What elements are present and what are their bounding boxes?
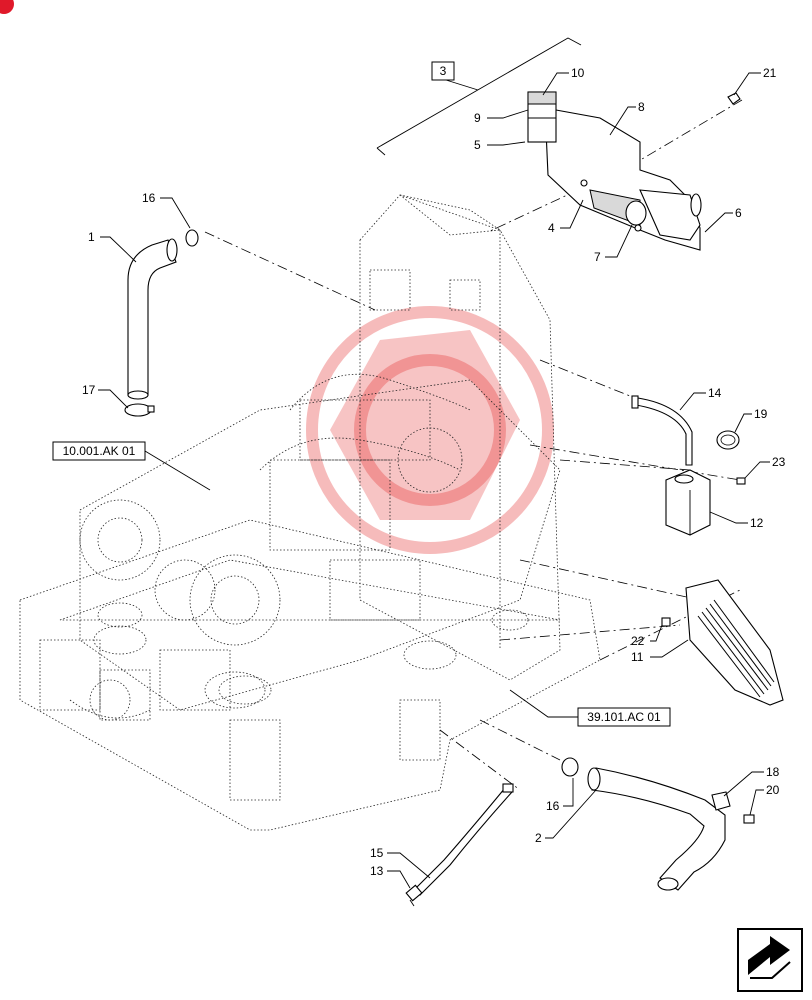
callout-6: 6 (735, 206, 742, 220)
callout-18: 18 (766, 765, 780, 779)
part-21-bolt[interactable] (727, 92, 741, 105)
part-19-o-ring[interactable] (716, 430, 740, 450)
ref-box-3-label: 3 (440, 64, 447, 78)
part-1-hose[interactable] (127, 238, 178, 400)
ref-box-frame-label: 39.101.AC 01 (587, 710, 661, 724)
part-11-grille[interactable] (685, 579, 784, 706)
callout-16-upper: 16 (142, 191, 156, 205)
callout-15: 15 (370, 846, 384, 860)
ref-box-engine-label: 10.001.AK 01 (63, 444, 136, 458)
callout-19: 19 (754, 407, 768, 421)
part-2-elbow[interactable] (587, 767, 726, 891)
callout-12: 12 (750, 516, 764, 530)
callout-8: 8 (638, 100, 645, 114)
callout-14: 14 (708, 386, 722, 400)
watermark-logo (306, 306, 554, 554)
callout-10: 10 (571, 66, 585, 80)
part-6-duct[interactable] (639, 189, 702, 241)
brand-badge (0, 0, 14, 14)
callout-20: 20 (766, 783, 780, 797)
part-17-clamp-lower[interactable] (124, 403, 155, 417)
ref-box-frame[interactable]: 39.101.AC 01 (509, 689, 671, 727)
callout-16-lower: 16 (546, 799, 560, 813)
ref-box-engine[interactable]: 10.001.AK 01 (52, 441, 211, 491)
callout-1: 1 (88, 230, 95, 244)
next-page-icon[interactable] (737, 928, 803, 992)
part-12-reservoir[interactable] (665, 469, 711, 536)
callout-7: 7 (594, 250, 601, 264)
callout-17: 17 (82, 383, 96, 397)
machine-frame (19, 519, 601, 831)
part-18-bracket[interactable] (711, 791, 731, 811)
part-22-bolt[interactable] (661, 617, 671, 627)
assembly-lines (204, 99, 743, 791)
part-14-hose[interactable] (631, 395, 693, 466)
callout-4: 4 (548, 221, 555, 235)
callout-9: 9 (474, 111, 481, 125)
part-23-bolt[interactable] (736, 477, 746, 485)
ref-box-3[interactable]: 3 (431, 61, 455, 81)
callout-21: 21 (763, 66, 777, 80)
callout-23: 23 (772, 455, 786, 469)
part-16-clamp-lower-right[interactable] (561, 757, 579, 777)
part-15-hose[interactable] (413, 783, 514, 896)
part-16-clamp-upper[interactable] (185, 229, 199, 247)
callouts: 1 2 4 5 6 7 8 9 10 11 12 13 14 15 16 16 (82, 66, 786, 889)
engine-assembly (69, 373, 561, 721)
callout-11: 11 (631, 650, 644, 664)
part-7-cylinder[interactable] (625, 200, 647, 226)
group-3-bracket (376, 37, 582, 156)
callout-5: 5 (474, 138, 481, 152)
part-9-10-box[interactable] (527, 91, 557, 143)
callout-22: 22 (631, 634, 645, 648)
callout-13: 13 (370, 864, 384, 878)
part-13-fitting[interactable] (405, 884, 423, 907)
callout-2: 2 (535, 831, 542, 845)
part-20-bolt[interactable] (743, 814, 755, 824)
